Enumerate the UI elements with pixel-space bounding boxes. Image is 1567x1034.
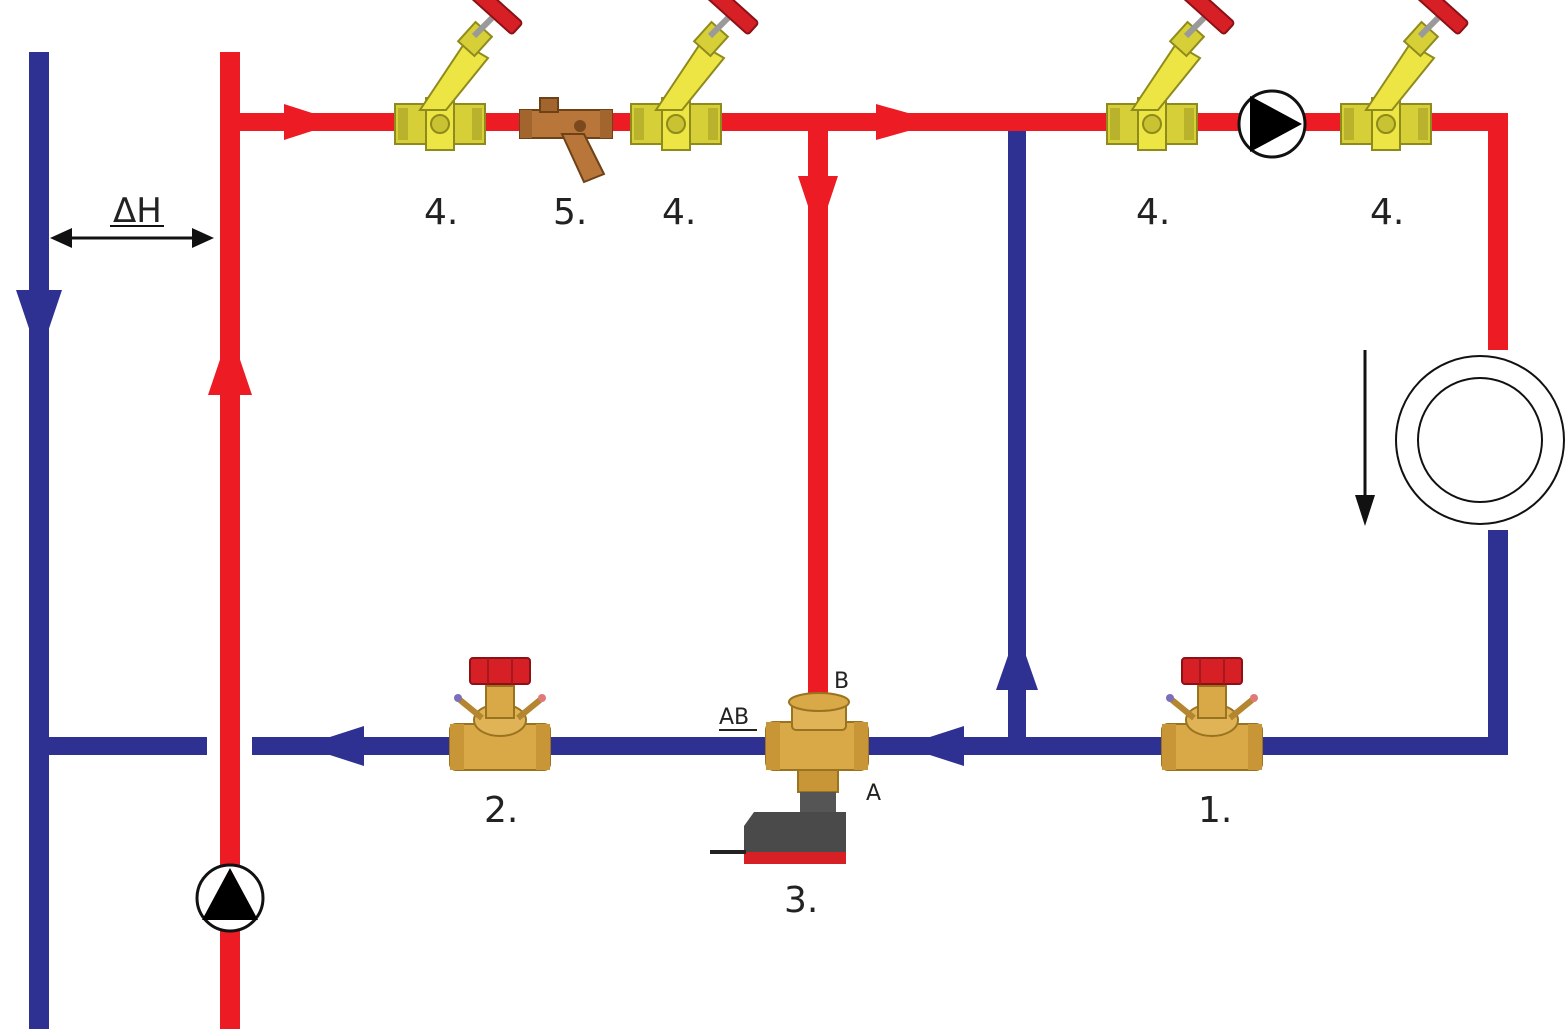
y-strainer-icon [519, 97, 613, 184]
flow-arrow-icon [302, 726, 364, 766]
flow-arrow-icon [996, 630, 1038, 690]
flow-arrow-icon [208, 330, 252, 395]
flow-arrows [16, 104, 1038, 766]
component-number-2: 2. [484, 790, 518, 831]
balancing-valve-icon [1162, 658, 1262, 770]
three-way-valve-actuator-icon [710, 692, 869, 864]
component-number-4: 4. [1136, 192, 1170, 233]
component-number-4: 4. [1370, 192, 1404, 233]
mixing-branch-pipe [808, 113, 828, 703]
component-number-4: 4. [424, 192, 458, 233]
flow-arrow-icon [16, 290, 62, 358]
bypass-pipe [1008, 130, 1026, 750]
component-number-4: 4. [662, 192, 696, 233]
pump-icon [1237, 89, 1307, 159]
flow-arrow-icon [798, 176, 838, 236]
heat-exchanger-icon [1395, 355, 1565, 525]
flow-direction-arrow-icon [1355, 350, 1375, 526]
return-main-riser [29, 52, 49, 1029]
return-line [252, 737, 1508, 755]
return-from-exchanger [1488, 530, 1508, 755]
flow-arrow-icon [284, 104, 340, 140]
supply-main-riser [220, 52, 240, 1029]
port-ab-label: AB [719, 705, 749, 730]
supply-to-exchanger [1488, 113, 1508, 350]
pump-icon [195, 863, 265, 933]
port-b-label: B [834, 669, 849, 694]
balancing-valve-icon [450, 658, 550, 770]
component-number-1: 1. [1198, 790, 1232, 831]
delta-h-label: ΔH [113, 191, 162, 231]
flow-arrow-icon [902, 726, 964, 766]
component-number-3: 3. [784, 880, 818, 921]
differential-pressure-indicator: ΔH [50, 191, 214, 248]
component-number-5: 5. [553, 192, 587, 233]
port-a-label: A [866, 781, 881, 806]
return-connection-left [29, 737, 207, 755]
supply-pipes [220, 52, 1508, 1029]
flow-arrow-icon [876, 104, 940, 140]
